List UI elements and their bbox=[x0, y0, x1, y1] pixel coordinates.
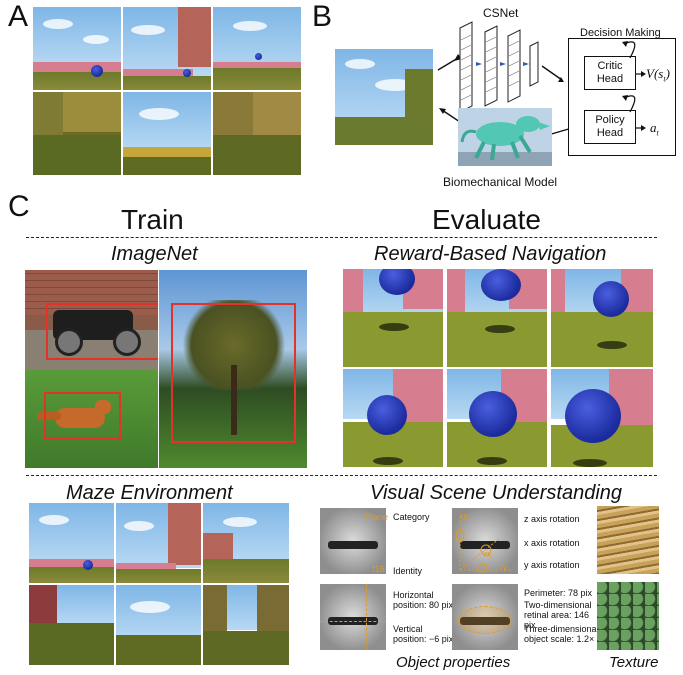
maze-frame bbox=[115, 502, 202, 584]
category-label: Category bbox=[393, 512, 430, 522]
identity-label: Identity bbox=[393, 566, 423, 576]
nav-frame bbox=[550, 368, 654, 468]
scale-label: Three-dimensional object scale: 1.2× bbox=[524, 624, 599, 644]
maze-heading: Maze Environment bbox=[66, 482, 233, 504]
z-rotation-label: z axis rotation bbox=[524, 514, 580, 524]
vsu-position-image bbox=[320, 584, 386, 650]
maze-frame bbox=[28, 584, 115, 666]
vertical-position-label: Vertical position: −6 pix bbox=[393, 624, 454, 644]
area-label: Two-dimensional retinal area: 146 pix bbox=[524, 600, 592, 630]
divider-bottom bbox=[26, 475, 657, 476]
maze-env-grid bbox=[28, 502, 290, 666]
maze-frame bbox=[122, 91, 212, 176]
identity-number: f16 bbox=[372, 564, 385, 574]
horizontal-position-label: Horizontal position: 80 pix bbox=[393, 590, 454, 610]
imagenet-fox-image bbox=[25, 370, 158, 468]
policy-head: Policy Head bbox=[584, 110, 636, 144]
biomechanical-model-label: Biomechanical Model bbox=[443, 175, 558, 189]
maze-frame bbox=[202, 584, 290, 666]
nav-frame bbox=[342, 368, 444, 468]
maze-frame bbox=[115, 584, 202, 666]
nav-frame bbox=[550, 268, 654, 368]
panel-label-a: A bbox=[8, 0, 29, 33]
panel-label-c: C bbox=[8, 190, 30, 223]
nav-frame bbox=[342, 268, 444, 368]
panel-label-b: B bbox=[312, 0, 333, 33]
maze-frame bbox=[122, 6, 212, 91]
texture-image-2 bbox=[597, 582, 659, 650]
imagenet-heading: ImageNet bbox=[111, 243, 198, 265]
panel-a-grid bbox=[32, 6, 302, 176]
vsu-heading: Visual Scene Understanding bbox=[370, 482, 623, 504]
divider-top bbox=[26, 237, 657, 238]
ry-label: ry bbox=[500, 562, 508, 572]
texture-caption: Texture bbox=[609, 654, 659, 671]
rz-label: rz bbox=[460, 511, 468, 521]
y-rotation-label: y axis rotation bbox=[524, 560, 580, 570]
maze-frame bbox=[32, 6, 122, 91]
plane-label: Plane bbox=[365, 512, 389, 522]
csnet-layers bbox=[459, 21, 539, 113]
maze-frame bbox=[28, 502, 115, 584]
bbox-fox bbox=[44, 392, 121, 440]
action-label: at bbox=[650, 120, 659, 138]
x-rotation-label: x axis rotation bbox=[524, 538, 580, 548]
object-properties-caption: Object properties bbox=[396, 654, 511, 671]
reward-nav-grid bbox=[342, 268, 654, 468]
reward-nav-heading: Reward-Based Navigation bbox=[374, 243, 607, 265]
bbox-tree bbox=[171, 303, 296, 443]
imagenet-tree-image bbox=[159, 270, 307, 468]
imagenet-car-image bbox=[25, 270, 158, 370]
maze-frame bbox=[212, 91, 302, 176]
nav-frame bbox=[446, 268, 548, 368]
value-label: V(st) bbox=[646, 66, 670, 84]
vsu-rotation-image bbox=[452, 508, 518, 574]
critic-head: Critic Head bbox=[584, 56, 636, 90]
perimeter-label: Perimeter: 78 pix bbox=[524, 588, 593, 598]
maze-frame bbox=[32, 91, 122, 176]
vsu-category-image bbox=[320, 508, 386, 574]
nav-frame bbox=[446, 368, 548, 468]
texture-image-1 bbox=[597, 506, 659, 574]
decision-arrows bbox=[622, 41, 646, 131]
panel-b-diagram bbox=[437, 21, 575, 138]
maze-frame bbox=[212, 6, 302, 91]
evaluate-heading: Evaluate bbox=[432, 204, 541, 235]
decision-making-label: Decision Making bbox=[580, 27, 661, 39]
vsu-size-image bbox=[452, 584, 518, 650]
bbox-car bbox=[46, 303, 158, 360]
csnet-label: CSNet bbox=[483, 6, 519, 20]
rx-label: rx bbox=[484, 549, 492, 559]
rodent-model-image bbox=[458, 108, 552, 166]
maze-frame bbox=[202, 502, 290, 584]
train-heading: Train bbox=[121, 204, 184, 235]
agent-view-image bbox=[334, 48, 434, 146]
